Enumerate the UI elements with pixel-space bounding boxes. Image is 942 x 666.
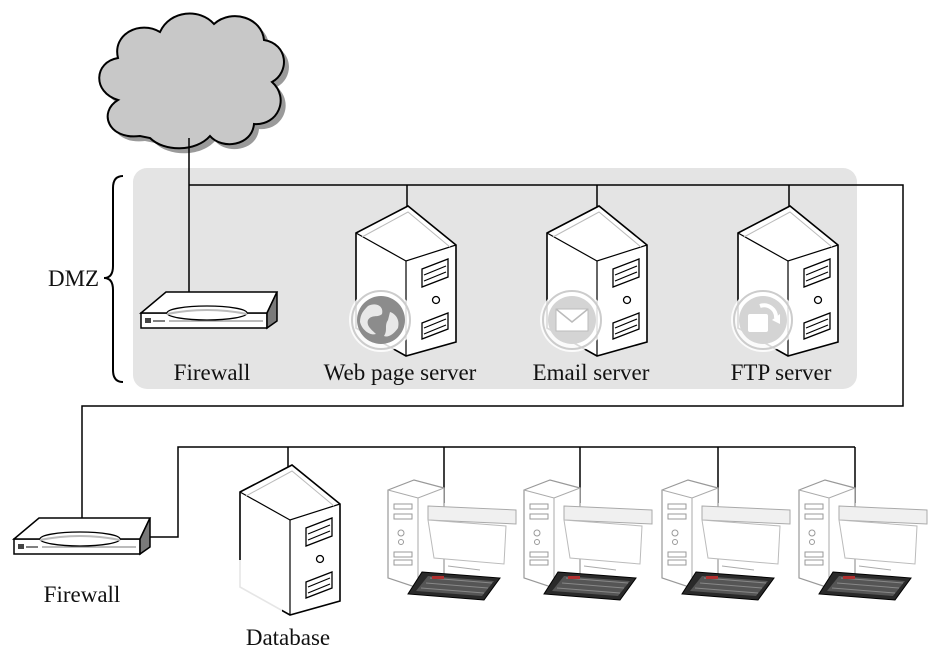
dmz-firewall-icon <box>140 291 278 329</box>
web-server-label: Web page server <box>323 360 477 385</box>
internet-cloud-icon <box>98 12 289 154</box>
dmz-label: DMZ <box>48 266 100 291</box>
ftp-server-icon <box>731 205 839 357</box>
internal-firewall-icon <box>13 517 151 555</box>
workstation-2-icon <box>523 479 653 601</box>
dmz-brace-icon <box>103 175 124 383</box>
dmz-firewall-label: Firewall <box>173 360 251 385</box>
ftp-server-label: FTP server <box>730 360 832 385</box>
email-server-icon <box>540 205 648 357</box>
database-server-icon <box>238 464 341 616</box>
database-label: Database <box>245 625 331 650</box>
workstation-3-icon <box>661 479 791 601</box>
workstation-1-icon <box>387 479 517 601</box>
dmz-zone <box>133 168 857 389</box>
email-server-label: Email server <box>532 360 650 385</box>
web-server-icon <box>349 205 457 357</box>
internal-firewall-label: Firewall <box>43 582 121 607</box>
workstation-4-icon <box>798 479 928 601</box>
